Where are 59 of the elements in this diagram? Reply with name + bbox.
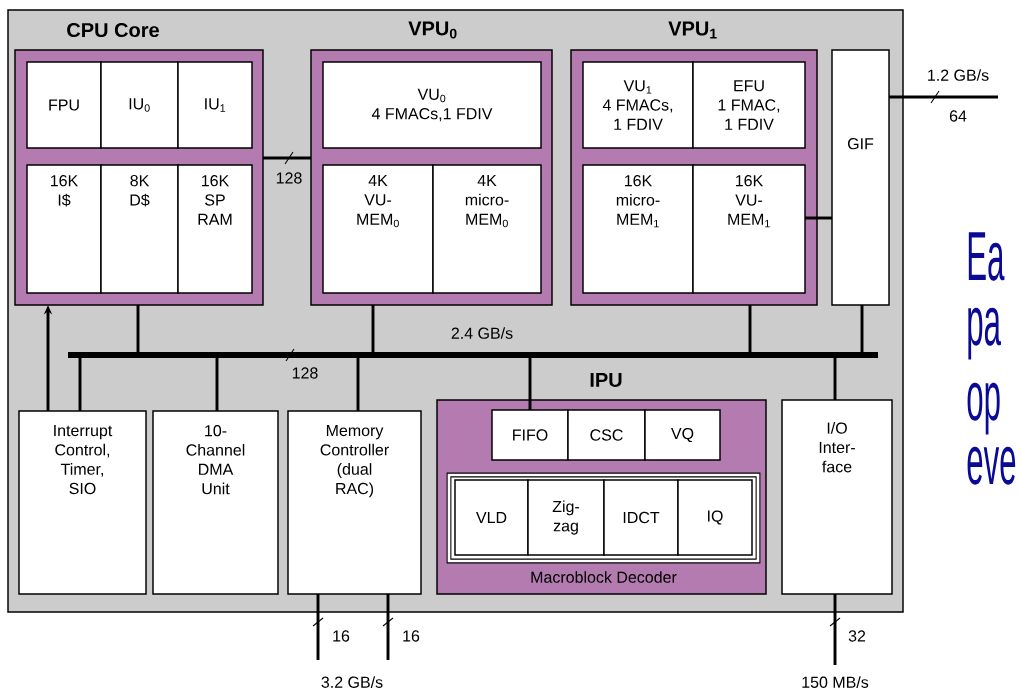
- block-box: CSC: [567, 409, 646, 461]
- node-label: IPU: [590, 373, 622, 387]
- bandwidth-label: 64: [949, 110, 967, 122]
- connector: [860, 305, 864, 355]
- note-text: Ea: [968, 232, 1005, 281]
- block-box: VU$_{0}$ 4 FMACs,1 FDIV: [322, 61, 542, 149]
- connector: [215, 355, 219, 411]
- connector: [386, 594, 390, 660]
- connector: [78, 355, 82, 411]
- connector: [371, 305, 375, 355]
- connector: [316, 594, 320, 660]
- block-box: IU$_{0}$: [100, 61, 179, 149]
- block-box: I/O Inter-face: [781, 399, 893, 595]
- connector: [136, 305, 140, 355]
- block-box: GIF: [831, 49, 890, 306]
- note-text: pa: [968, 307, 1001, 360]
- block-box: IDCT: [603, 479, 679, 556]
- block-box: 16K I$: [26, 164, 102, 294]
- block-box: 16K VU-MEM$_{1}$: [692, 164, 806, 294]
- edge-label: 32: [846, 629, 868, 643]
- connector: [263, 156, 311, 160]
- block-box: 4K micro-MEM$_{0}$: [432, 164, 542, 294]
- block-box: EFU 1 FMAC, 1 FDIV: [692, 61, 806, 149]
- block-box: 8K D$: [100, 164, 179, 294]
- block-box: Memory Controller (dual RAC): [287, 410, 422, 595]
- note-text: eve: [967, 446, 1016, 485]
- block-box: FIFO: [491, 409, 569, 461]
- node-label: VPU$_{0}$: [408, 21, 457, 39]
- connector: [805, 216, 832, 220]
- edge-label: 128: [274, 171, 304, 185]
- block-box: VLD: [454, 479, 529, 556]
- connector: [356, 355, 360, 411]
- edge-label: 16: [400, 629, 422, 643]
- block-box: 10-Channel DMA Unit: [152, 410, 279, 595]
- node-label: Macroblock Decoder: [531, 571, 677, 583]
- bandwidth-label: 128: [292, 367, 318, 379]
- connector: [528, 355, 532, 410]
- connector: [748, 305, 752, 355]
- block-box: Zig-zag: [527, 479, 605, 556]
- block-box: FPU: [26, 61, 102, 149]
- edge-label: 16: [330, 629, 352, 643]
- node-label: VPU$_{1}$: [668, 21, 717, 39]
- block-box: VQ: [644, 409, 721, 461]
- connector: [833, 355, 837, 400]
- edge-label: 1.2 GB/s: [925, 67, 991, 83]
- block-box: Interrupt Control, Timer, SIO: [18, 410, 147, 595]
- note-text: op: [967, 382, 1000, 435]
- node-label: CPU Core: [67, 22, 159, 38]
- connector: [889, 95, 998, 99]
- bandwidth-label: 150 MB/s: [802, 676, 869, 688]
- block-box: 16K SP RAM: [177, 164, 253, 294]
- block-box: 4K VU-MEM$_{0}$: [322, 164, 434, 294]
- bandwidth-label: 3.2 GB/s: [321, 676, 383, 688]
- block-box: IU$_{1}$: [177, 61, 253, 149]
- block-box: VU$_{1}$ 4 FMACs, 1 FDIV: [582, 61, 694, 149]
- connector: [833, 594, 837, 665]
- block-box: IQ: [677, 479, 753, 556]
- block-box: 16K micro-MEM$_{1}$: [582, 164, 694, 294]
- bandwidth-label: 2.4 GB/s: [451, 327, 513, 339]
